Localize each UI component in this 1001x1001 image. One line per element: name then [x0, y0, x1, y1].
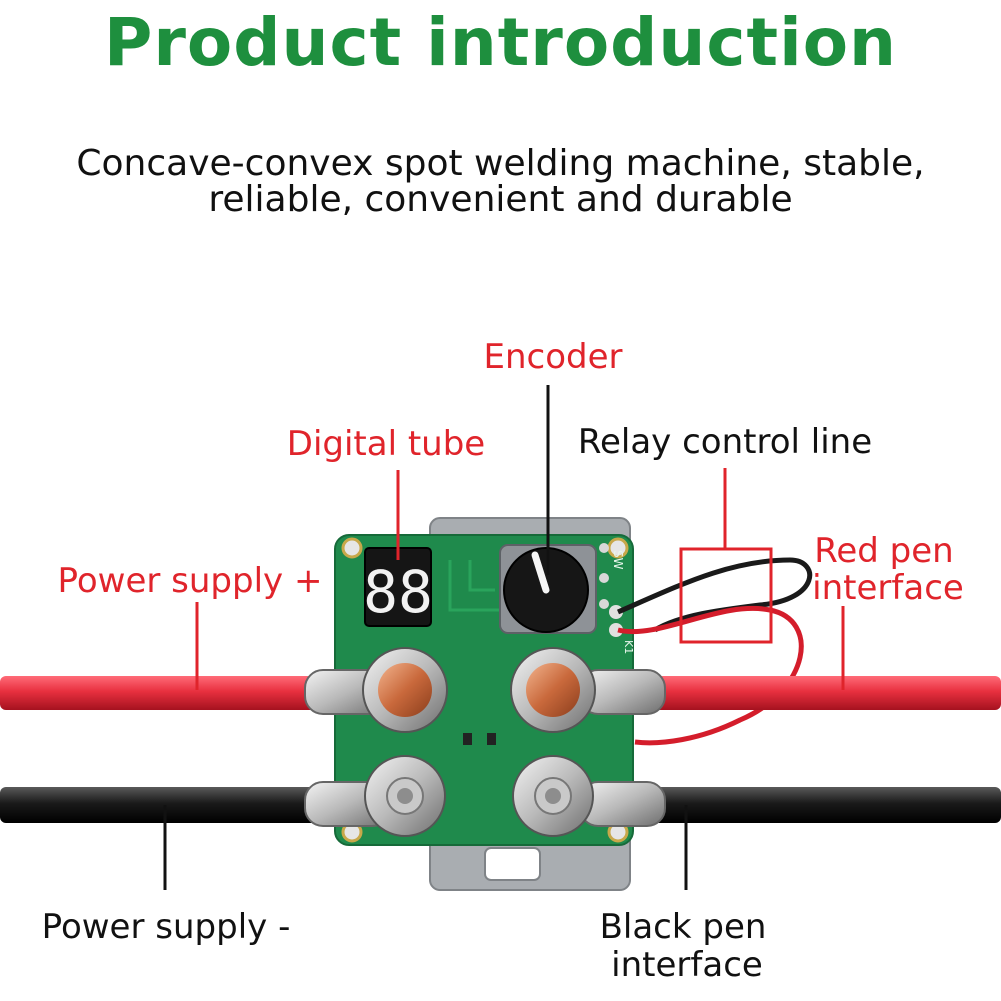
black-cable-right [650, 787, 1001, 823]
relay-wire-black [617, 557, 813, 633]
copper-terminal-right-face [526, 663, 580, 717]
label-red-pen-line-1: Red pen [814, 531, 953, 571]
label-relay-control-line: Relay control line [578, 422, 872, 462]
label-power-supply-plus: Power supply + [58, 561, 323, 601]
subtitle-line-2: reliable, convenient and durable [208, 179, 793, 220]
label-black-pen-line-2: interface [611, 945, 763, 985]
page-subtitle: Concave-convex spot welding machine, sta… [0, 146, 1001, 218]
pcb-trace [448, 560, 500, 612]
silver-bolt-left-center [397, 788, 413, 804]
encoder-pin [599, 573, 609, 583]
copper-terminal-left-face [378, 663, 432, 717]
digital-tube-digits: 88 [363, 558, 433, 626]
relay-pin [609, 605, 623, 619]
smd-component [487, 733, 496, 745]
encoder-knob-indicator [531, 551, 550, 594]
pcb-trace [468, 560, 495, 592]
silkscreen-sw: SW [611, 550, 625, 570]
label-digital-tube: Digital tube [287, 424, 485, 464]
silkscreen-k1: K1 [622, 640, 635, 654]
page-title: Product introduction [103, 4, 898, 81]
label-encoder: Encoder [483, 337, 622, 377]
encoder-pin [599, 543, 609, 553]
silver-bolt-right-center [545, 788, 561, 804]
red-cable-left [0, 676, 320, 710]
base-plate-slot [484, 847, 541, 881]
relay-wire-red [617, 606, 804, 746]
mounting-hole [341, 537, 363, 559]
smd-component [463, 733, 472, 745]
label-black-pen-line-1: Black pen [600, 907, 767, 947]
red-cable-right [650, 676, 1001, 710]
black-cable-left [0, 787, 320, 823]
relay-pin [609, 623, 623, 637]
encoder-pin [599, 599, 609, 609]
subtitle-line-1: Concave-convex spot welding machine, sta… [76, 143, 925, 184]
label-power-supply-minus: Power supply - [42, 907, 291, 947]
label-red-pen-line-2: interface [812, 568, 964, 608]
